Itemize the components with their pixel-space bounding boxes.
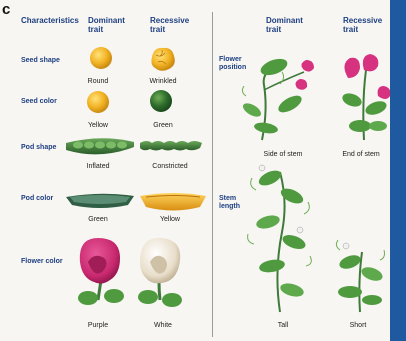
caption-yellow-pod: Yellow [135,216,205,224]
caption-constricted: Constricted [135,163,205,171]
caption-end-of-stem: End of stem [326,151,396,159]
tall-plant [248,165,312,312]
caption-side-of-stem: Side of stem [248,151,318,159]
caption-green-seed: Green [128,122,198,130]
page-edge-strip [390,0,406,341]
green-seed [150,90,172,112]
constricted-pod [140,141,202,151]
purple-flower [78,238,124,305]
caption-purple: Purple [63,322,133,330]
inflated-pod [66,138,134,154]
caption-green-pod: Green [63,216,133,224]
yellow-seed [87,91,109,113]
caption-round: Round [63,78,133,86]
caption-tall: Tall [248,322,318,330]
caption-inflated: Inflated [63,163,133,171]
white-flower [138,238,182,307]
round-seed [90,47,112,69]
caption-short: Short [323,322,393,330]
green-pod [66,194,134,208]
end-of-stem-plant [341,54,391,140]
yellow-pod [140,193,206,211]
caption-yellow-seed: Yellow [63,122,133,130]
short-plant [336,240,384,312]
wrinkled-seed [151,48,174,71]
caption-wrinkled: Wrinkled [128,78,198,86]
side-of-stem-plant [241,56,314,140]
caption-white: White [128,322,198,330]
